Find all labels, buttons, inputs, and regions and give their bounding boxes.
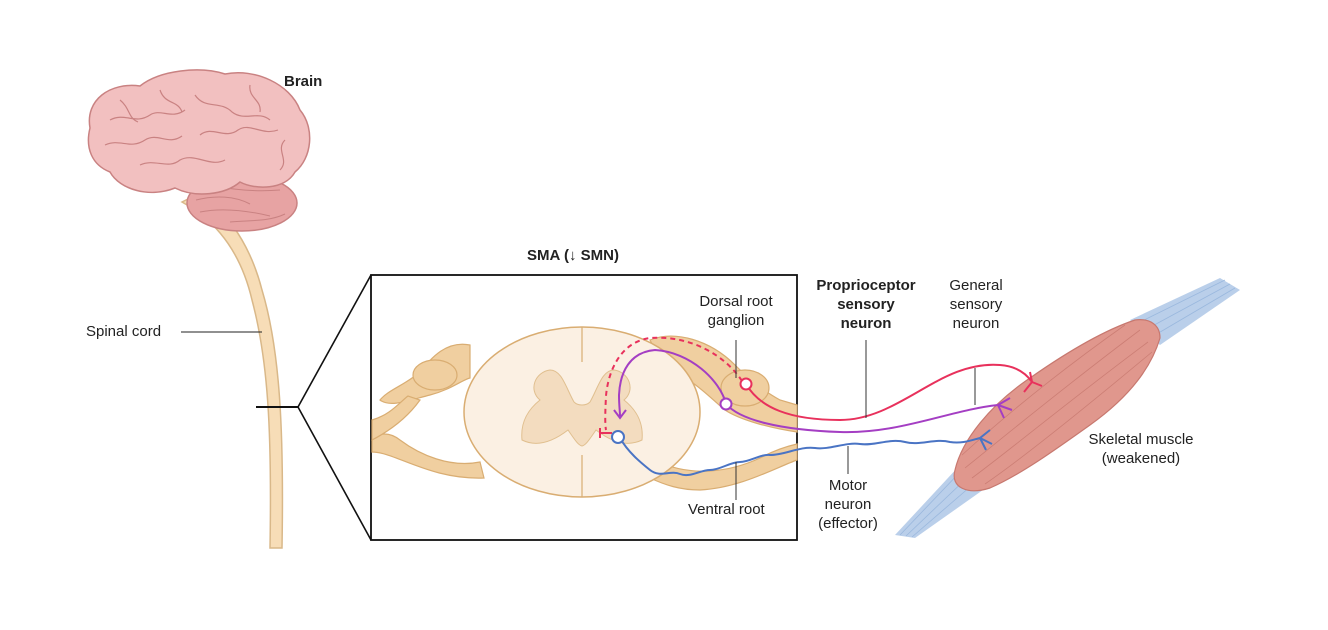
nerve-roots [371, 335, 798, 491]
zoom-line-top [297, 274, 372, 408]
brain [87, 69, 311, 195]
proprioceptor-terminal [599, 428, 612, 438]
general-sensory-line-2: sensory [949, 296, 1003, 313]
motor-neuron-line-2: neuron [824, 496, 872, 513]
skeletal-muscle-line-2: (weakened) [1101, 450, 1181, 467]
general-sensory-axon [725, 403, 999, 434]
right-ventral-root [649, 443, 798, 491]
zoom-line-bottom [297, 406, 372, 541]
proprioceptor-axon [745, 363, 1033, 422]
motor-cell-body [611, 430, 625, 444]
leader-lines [735, 340, 976, 500]
motor-neuron-line-3: (effector) [818, 515, 878, 532]
motor-neuron-label: Motor neuron (effector) [808, 476, 888, 533]
skeletal-muscle-line-1: Skeletal muscle [1088, 431, 1194, 448]
spinal-cord-label: Spinal cord [86, 323, 162, 340]
proprioceptor-cell-body [739, 377, 753, 391]
motor-neuron-line-1: Motor [828, 477, 868, 494]
general-sensory-cell-body [719, 397, 733, 411]
left-spinal-nerve [371, 395, 421, 441]
skeletal-muscle [953, 319, 1161, 492]
ventral-root-label: Ventral root [688, 501, 765, 518]
dorsal-root-line-1: Dorsal root [699, 293, 773, 310]
dorsal-root-line-2: ganglion [707, 312, 765, 329]
general-sensory-line-3: neuron [952, 315, 1000, 332]
skeletal-muscle-label: Skeletal muscle (weakened) [1076, 430, 1206, 468]
proprioceptor-line-3: neuron [840, 315, 892, 332]
proprioceptor-neuron [599, 336, 1043, 438]
spinal-cord [180, 192, 284, 549]
left-ganglion [412, 359, 458, 391]
general-sensory-label: General sensory neuron [936, 276, 1016, 333]
general-sensory-terminal [613, 409, 627, 420]
tendon-fibers [1139, 279, 1236, 339]
general-sensory-neuron [613, 348, 1013, 434]
general-sensory-line-1: General [949, 277, 1003, 294]
motor-axon [619, 437, 981, 477]
dorsal-root-label: Dorsal root ganglion [686, 292, 786, 330]
proprioceptor-line-1: Proprioceptor [816, 277, 916, 294]
proprioceptor-label: Proprioceptor sensory neuron [805, 276, 927, 333]
general-sensory-ending [997, 397, 1013, 419]
muscle-fibers [961, 324, 1153, 485]
general-sensory-central [617, 348, 727, 417]
proprioceptor-ending [1023, 371, 1043, 393]
brain-gyri [104, 84, 286, 171]
brain-label: Brain [284, 73, 323, 90]
section-title: SMA (↓ SMN) [527, 247, 619, 264]
motor-neuron [611, 429, 993, 477]
proprioceptor-line-2: sensory [837, 296, 895, 313]
motor-ending [979, 429, 993, 451]
